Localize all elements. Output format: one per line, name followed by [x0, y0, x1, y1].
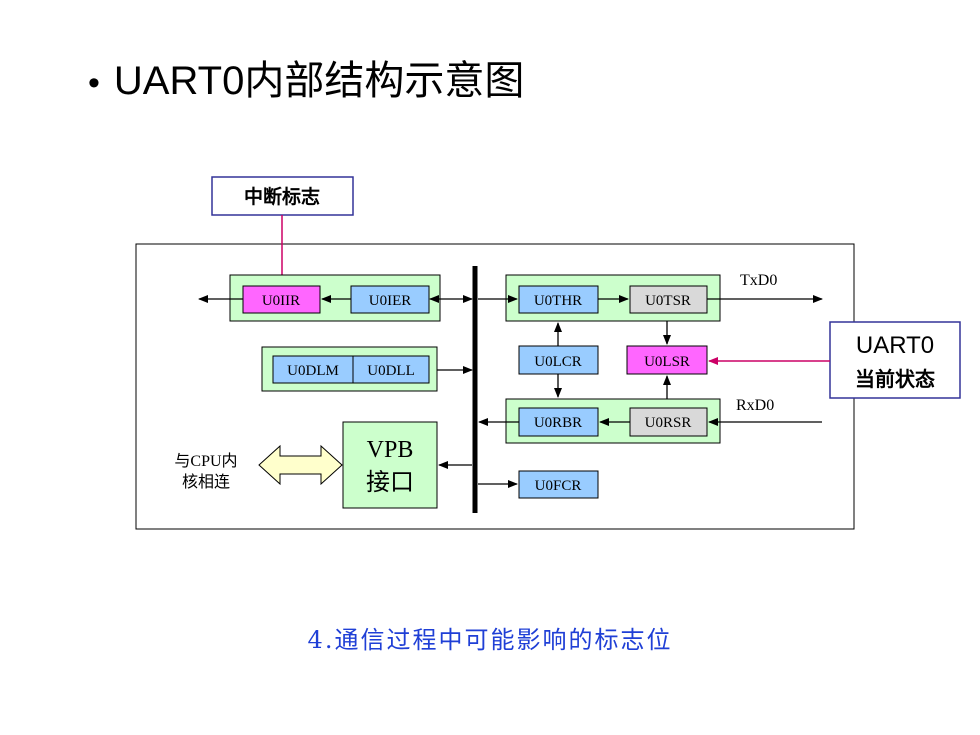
vpb-interface-block — [342, 421, 438, 509]
txd0-label: TxD0 — [740, 272, 777, 289]
uart-state-label-line1: UART0 — [856, 332, 934, 359]
cpu-label-line1: 与CPU内 — [174, 452, 237, 470]
u0tsr-register — [629, 285, 708, 314]
u0rbr-label: U0RBR — [534, 415, 582, 431]
u0ier-register — [350, 285, 430, 314]
u0tsr-label: U0TSR — [645, 293, 691, 309]
u0lsr-register — [626, 345, 708, 375]
u0dlm-register — [272, 355, 354, 384]
slide-title: • UART0内部结构示意图 — [88, 48, 524, 106]
u0dll-label: U0DLL — [367, 363, 415, 379]
cpu-label-line2: 核相连 — [182, 473, 230, 491]
u0fcr-register — [518, 470, 599, 499]
interrupt-flag-callout — [211, 176, 354, 216]
interrupt-flag-label: 中断标志 — [244, 185, 320, 208]
u0ier-label: U0IER — [369, 293, 412, 309]
u0lsr-label: U0LSR — [644, 354, 690, 370]
u0dll-register — [352, 355, 430, 384]
rxd0-label: RxD0 — [736, 397, 774, 414]
bullet: • — [88, 64, 100, 102]
vpb-label-line2: 接口 — [366, 469, 414, 496]
u0fcr-label: U0FCR — [535, 478, 582, 494]
u0rsr-label: U0RSR — [645, 415, 692, 431]
u0thr-label: U0THR — [534, 293, 582, 309]
caption: 4.通信过程中可能影响的标志位 — [307, 626, 673, 654]
u0dlm-label: U0DLM — [287, 363, 339, 379]
u0lcr-register — [518, 345, 599, 375]
uart-state-label-line2: 当前状态 — [855, 367, 935, 391]
vpb-label-line1: VPB — [367, 437, 414, 463]
uart-state-callout — [829, 321, 961, 399]
u0lcr-label: U0LCR — [534, 354, 582, 370]
cpu-double-arrow — [258, 444, 343, 486]
u0rbr-register — [518, 407, 599, 437]
u0iir-label: U0IIR — [262, 293, 300, 309]
u0rsr-register — [629, 407, 708, 437]
title-text: UART0内部结构示意图 — [113, 59, 525, 103]
